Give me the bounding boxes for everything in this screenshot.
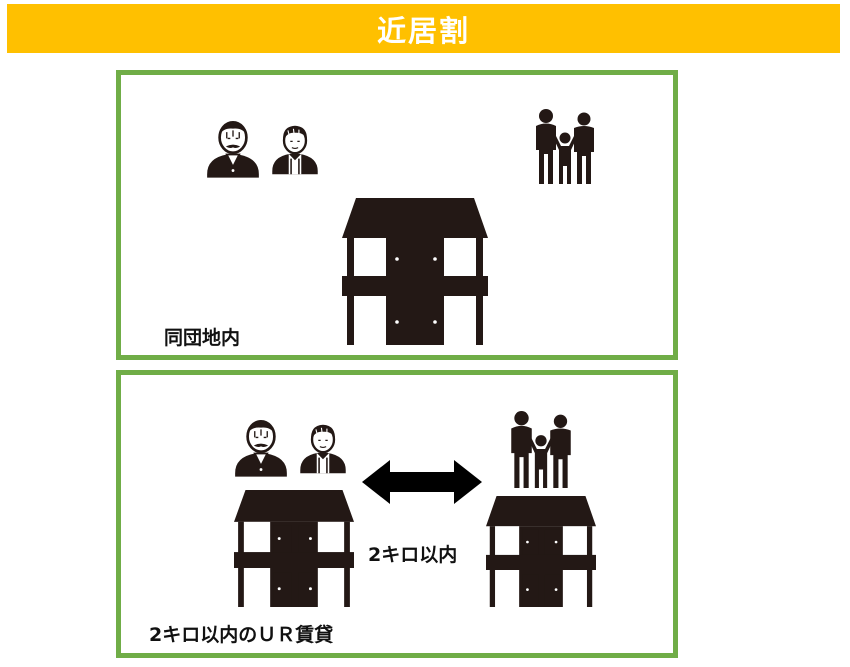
elderly-woman-icon (271, 124, 319, 176)
elderly-man-icon (233, 420, 289, 478)
elderly-man-icon (205, 121, 261, 179)
apartment-building-icon (234, 490, 354, 607)
family-icon (511, 411, 571, 488)
apartment-building-icon (486, 496, 596, 607)
double-arrow-icon (362, 460, 482, 504)
title-text: 近居割 (376, 13, 470, 48)
family-icon (536, 109, 594, 184)
title-banner: 近居割 (7, 4, 840, 53)
same-complex-label: 同団地内 (164, 327, 241, 349)
elderly-woman-icon (299, 423, 347, 475)
apartment-building-icon (342, 198, 488, 345)
distance-label: 2キロ以内 (368, 544, 458, 566)
within-2km-label: 2キロ以内のＵＲ賃貸 (149, 624, 334, 646)
